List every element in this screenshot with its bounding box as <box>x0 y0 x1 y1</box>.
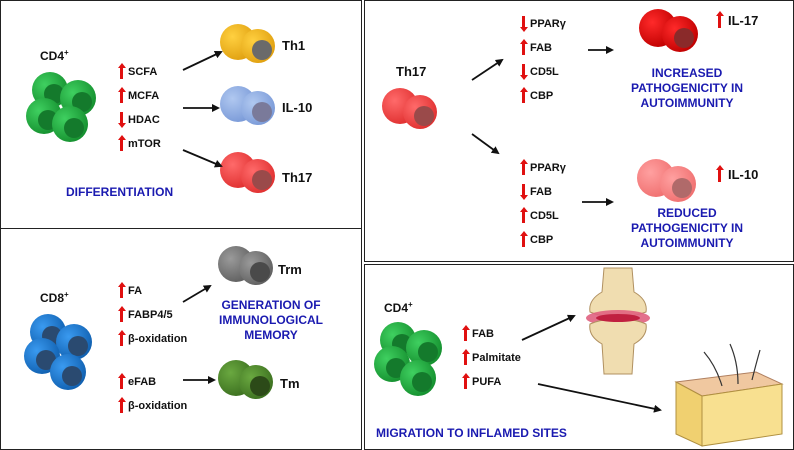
arrow-up-icon <box>519 207 528 223</box>
arrow-to-th17 <box>182 149 223 168</box>
factor-mcfa: MCFA <box>128 90 160 102</box>
arrow-up-icon <box>715 11 724 28</box>
factor-cd5l-top: CD5L <box>530 66 559 78</box>
factor-scfa: SCFA <box>128 66 158 78</box>
arrow-up-icon <box>117 373 126 389</box>
outcome-th1: Th1 <box>282 38 306 53</box>
arrow-down-icon <box>519 184 528 200</box>
arrow-up-icon <box>715 165 724 182</box>
memory-title: GENERATION OF IMMUNOLOGICAL MEMORY <box>219 298 323 342</box>
arrow-down-icon <box>519 16 528 32</box>
th17-increased-cells <box>639 9 698 52</box>
reduced-pathogenicity-title: REDUCED PATHOGENICITY IN AUTOIMMUNITY <box>630 206 743 250</box>
arrow-up-icon <box>461 373 470 389</box>
arrow-up-icon <box>519 159 528 175</box>
factor-efab: eFAB <box>128 376 157 388</box>
th17-reduced-cells <box>637 159 696 202</box>
arrow-up-icon <box>117 135 126 151</box>
inflamed-joint-icon <box>586 267 650 375</box>
th17-label: Th17 <box>396 64 427 79</box>
factor-mtor: mTOR <box>128 138 161 150</box>
factor-fab-migration: FAB <box>472 328 494 340</box>
outcome-trm: Trm <box>278 262 302 277</box>
cd4-cell-cluster <box>26 72 96 142</box>
factor-palmitate: Palmitate <box>472 352 521 364</box>
arrow-up-icon <box>519 231 528 247</box>
arrow-up-icon <box>117 306 126 322</box>
arrow-to-trm <box>182 284 212 303</box>
factor-ppary-top: PPARγ <box>530 18 566 30</box>
factor-fa: FA <box>128 285 143 297</box>
arrow-up-icon <box>117 87 126 103</box>
arrow-up-icon <box>461 325 470 341</box>
factor-beta-oxidation: β-oxidation <box>128 333 188 345</box>
migration-title: MIGRATION TO INFLAMED SITES <box>376 426 567 440</box>
tm-cells <box>218 360 273 399</box>
arrow-up-icon <box>117 330 126 346</box>
factor-fab-bottom: FAB <box>530 186 552 198</box>
th17-cells-left <box>220 152 275 193</box>
factor-hdac: HDAC <box>128 114 160 126</box>
factor-cbp-bottom: CBP <box>530 234 554 246</box>
arrow-down-icon <box>117 112 126 128</box>
cd8-cell-cluster <box>24 314 92 390</box>
arrow-up-icon <box>117 397 126 413</box>
outcome-il17: IL-17 <box>728 13 759 28</box>
factor-cbp-top: CBP <box>530 90 554 102</box>
arrow-to-joint <box>521 314 576 341</box>
arrow-th17-down <box>471 133 500 155</box>
arrow-up-icon <box>461 349 470 365</box>
arrow-down-icon <box>519 64 528 80</box>
th17-source-cells <box>382 88 437 129</box>
arrow-up-icon <box>519 87 528 103</box>
skin-tissue-icon <box>674 343 784 447</box>
factor-beta-oxidation-2: β-oxidation <box>128 400 188 412</box>
th1-cells <box>220 24 275 63</box>
factor-pufa: PUFA <box>472 376 502 388</box>
factor-ppary-bottom: PPARγ <box>530 162 566 174</box>
cd4-cell-cluster-migration <box>374 322 442 396</box>
outcome-th17: Th17 <box>282 170 313 185</box>
panel-th17 <box>364 0 794 262</box>
il10-cells <box>220 86 275 125</box>
arrow-to-th1 <box>182 50 223 71</box>
arrow-up-icon <box>519 39 528 55</box>
outcome-tm: Tm <box>280 376 300 391</box>
outcome-il10: IL-10 <box>282 100 313 115</box>
cd4-label-migration: CD4+ <box>384 300 413 315</box>
arrow-to-skin <box>537 383 662 413</box>
arrow-up-icon <box>117 63 126 79</box>
arrow-th17-up <box>471 58 504 81</box>
differentiation-title: DIFFERENTIATION <box>66 185 174 199</box>
trm-cells <box>218 246 273 285</box>
arrow-up-icon <box>117 282 126 298</box>
cd4-label: CD4+ <box>40 48 69 63</box>
increased-pathogenicity-title: INCREASED PATHOGENICITY IN AUTOIMMUNITY <box>630 66 743 110</box>
factor-fabp45: FABP4/5 <box>128 309 173 321</box>
cd8-label: CD8+ <box>40 290 69 305</box>
factor-fab-top: FAB <box>530 42 552 54</box>
outcome-il10-th17: IL-10 <box>728 167 759 182</box>
factor-cd5l-bottom: CD5L <box>530 210 559 222</box>
